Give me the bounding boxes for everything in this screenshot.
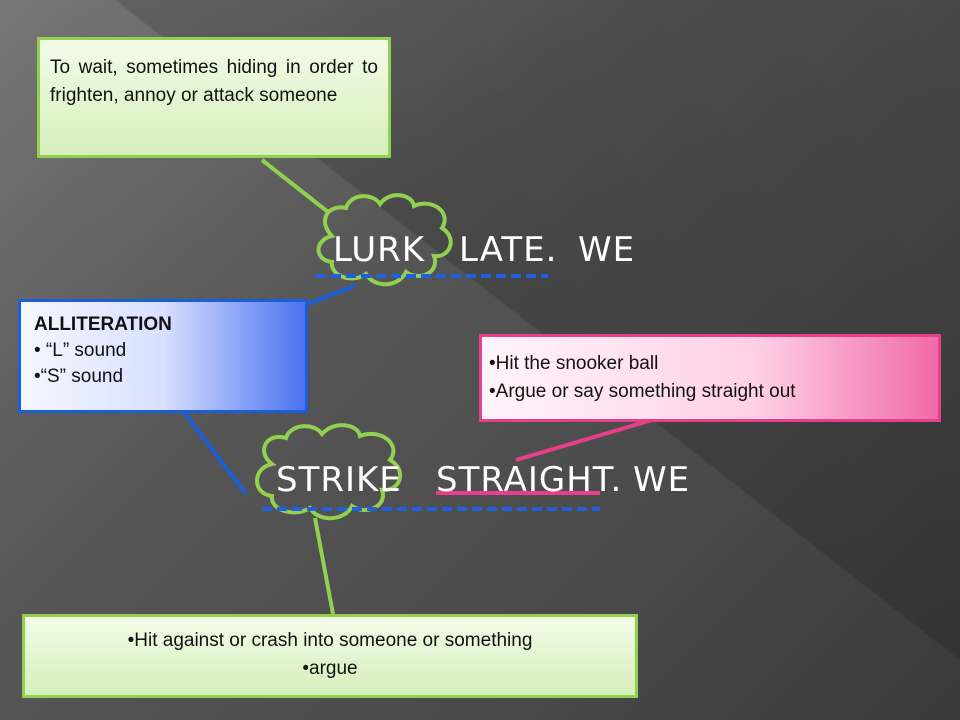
- connector-strike-definition: [313, 517, 335, 615]
- cloud-lurk: [316, 193, 453, 287]
- connector-alliteration-strike: [171, 396, 248, 496]
- definition-lurk-box: To wait, sometimes hiding in order to fr…: [37, 37, 391, 158]
- definition-strike-argue: •argue: [302, 658, 358, 679]
- alliteration-box: ALLITERATION • “L” sound •“S” sound: [18, 299, 308, 413]
- word-we-1: WE: [578, 230, 636, 270]
- definition-snooker: •Hit the snooker ball: [489, 353, 659, 374]
- definition-lurk-text: To wait, sometimes hiding in order to fr…: [50, 57, 378, 106]
- word-straight: STRAIGHT.: [436, 460, 623, 500]
- definition-strike-straight-box: •Hit the snooker ball •Argue or say some…: [479, 334, 941, 422]
- word-lurk: LURK: [333, 230, 426, 270]
- definition-strike-hit: •Hit against or crash into someone or so…: [127, 630, 533, 651]
- definition-strike-box: •Hit against or crash into someone or so…: [22, 614, 638, 698]
- word-strike: STRIKE: [276, 460, 402, 500]
- word-we-2: WE: [633, 460, 691, 500]
- definition-argue-straight: •Argue or say something straight out: [489, 381, 796, 402]
- alliteration-item-s: •“S” sound: [34, 366, 124, 387]
- connector-straight-definition: [515, 418, 653, 462]
- alliteration-item-l: • “L” sound: [34, 340, 127, 361]
- alliteration-title: ALLITERATION: [34, 314, 172, 335]
- connector-lurk-definition: [260, 158, 330, 214]
- word-late: LATE.: [459, 230, 558, 270]
